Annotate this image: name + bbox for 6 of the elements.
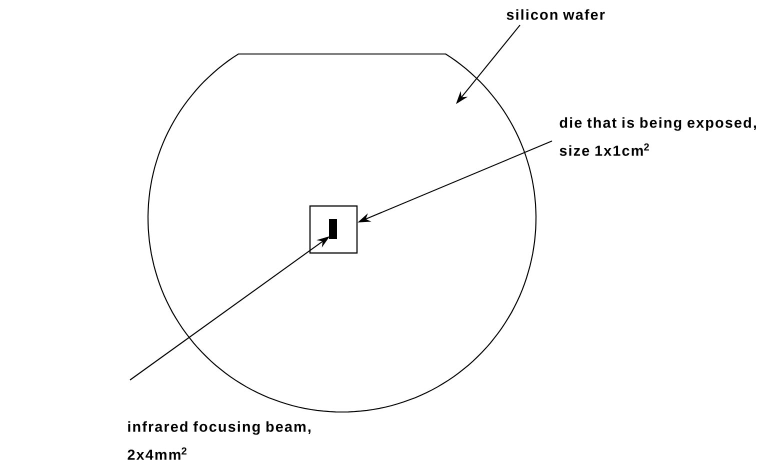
label-text: silicon wafer (506, 9, 605, 20)
wafer-outline (147, 53, 537, 413)
beam-spot (329, 219, 337, 239)
label-text: infrared focusing beam, 2x4mm$^{2}$ (128, 421, 310, 460)
die-square (309, 205, 358, 254)
label-text: die that is being exposed, size 1x1cm$^{2}$ (560, 117, 756, 156)
